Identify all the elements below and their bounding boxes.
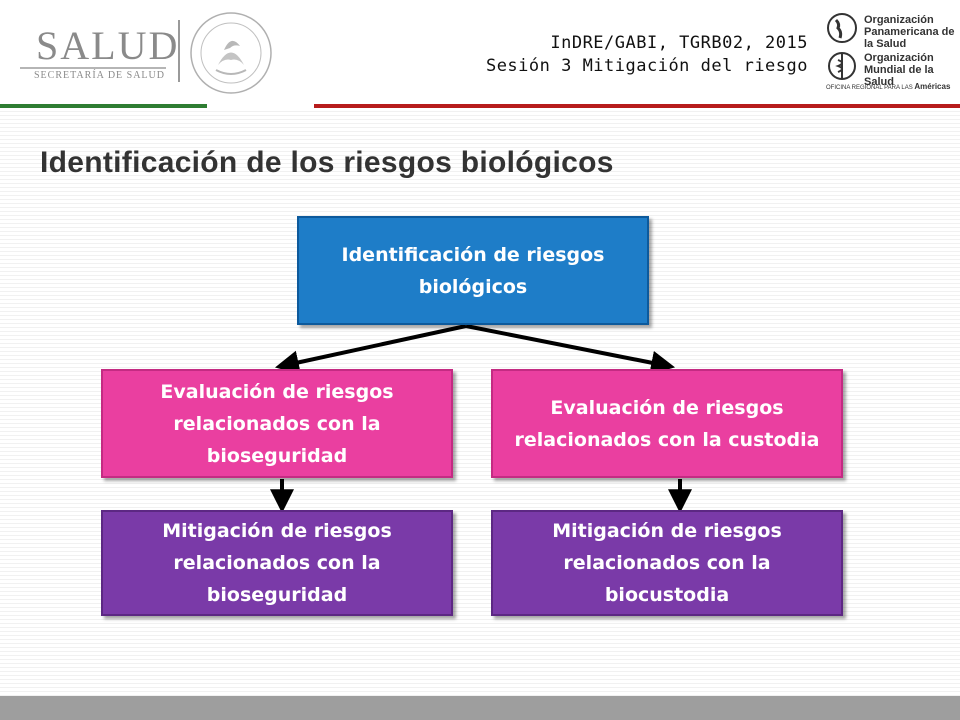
regional-office-label: OFICINA REGIONAL PARA LAS Américas — [826, 82, 950, 91]
oms-logo: Organización Mundial de la Salud — [826, 50, 956, 88]
salud-logo-text: SALUD — [36, 23, 180, 68]
root-box-identification: Identificación de riesgos biológicos — [297, 216, 649, 325]
slide-title: Identificación de los riesgos biológicos — [40, 146, 614, 179]
session-title: Sesión 3 Mitigación del riesgo — [485, 56, 808, 76]
ops-name: Organización Panamericana de la Salud — [864, 14, 955, 50]
who-emblem-icon — [828, 52, 856, 80]
regional-office-small: OFICINA REGIONAL PARA LAS — [826, 85, 913, 91]
box-mitigation-biosafety: Mitigación de riesgos relacionados con l… — [101, 510, 453, 616]
header-divider — [178, 20, 180, 82]
globe-americas-icon — [827, 13, 857, 43]
box-eval-biosafety: Evaluación de riesgos relacionados con l… — [101, 369, 453, 478]
salud-logo-rule — [20, 67, 166, 69]
oms-name: Organización Mundial de la Salud — [864, 52, 934, 88]
salud-logo-subtitle: SECRETARÍA DE SALUD — [34, 70, 165, 81]
box-mitigation-biocustody: Mitigación de riesgos relacionados con l… — [491, 510, 843, 616]
header-bar-red — [314, 104, 960, 108]
header-course-info: InDRE/GABI, TGRB02, 2015 Sesión 3 Mitiga… — [486, 32, 808, 78]
course-code: InDRE/GABI, TGRB02, 2015 — [550, 33, 808, 53]
slide-footer-bar — [0, 696, 960, 720]
arrow-root-to-right — [465, 324, 676, 375]
mexico-seal-icon — [188, 10, 274, 96]
ops-logo: Organización Panamericana de la Salud — [826, 12, 956, 50]
arrow-root-to-left — [274, 324, 467, 375]
regional-office-americas: Américas — [914, 82, 951, 91]
salud-logo: SALUD SECRETARÍA DE SALUD — [14, 22, 177, 82]
box-eval-custody: Evaluación de riesgos relacionados con l… — [491, 369, 843, 478]
ops-oms-logo: Organización Panamericana de la Salud Or… — [826, 12, 956, 100]
slide-header: SALUD SECRETARÍA DE SALUD InDRE/GABI, TG… — [0, 0, 960, 108]
header-bar-green — [0, 104, 207, 108]
